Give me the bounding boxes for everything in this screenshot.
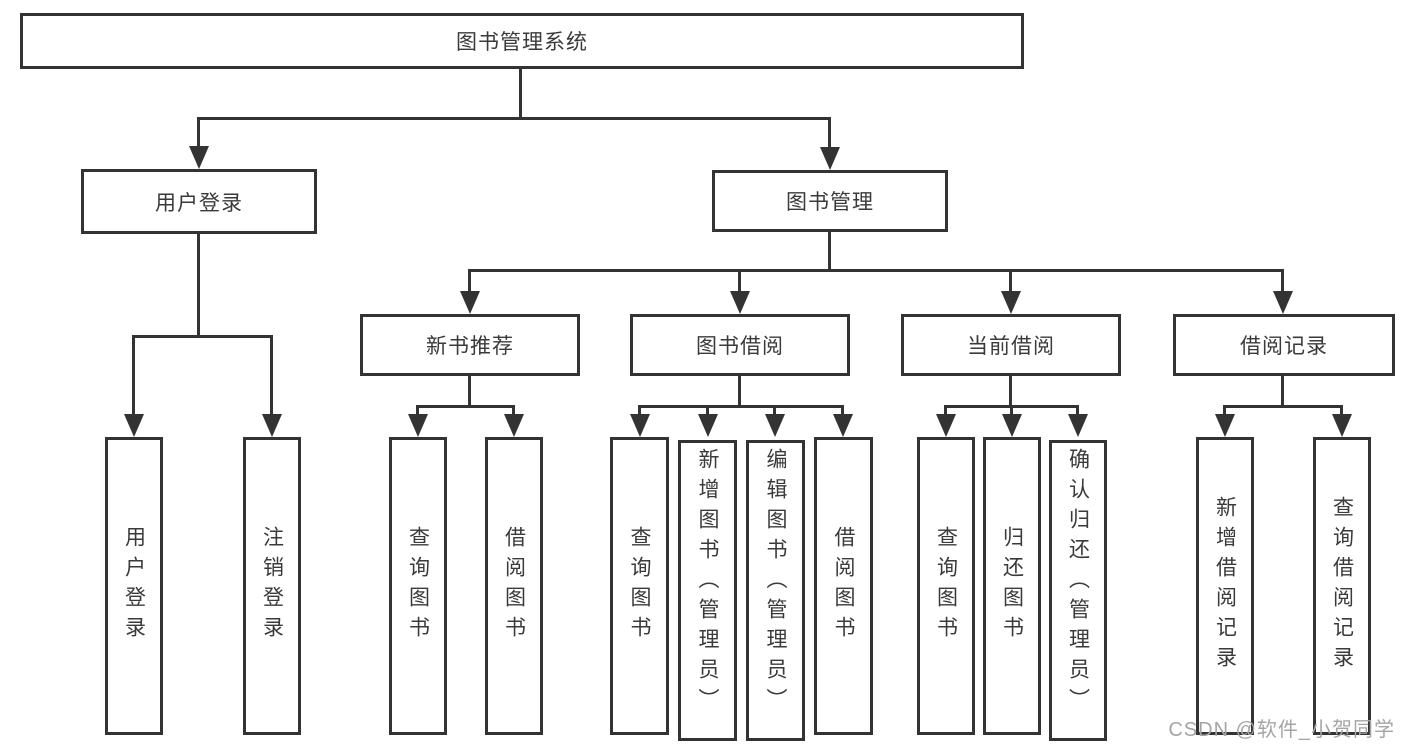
connector-segment (738, 269, 741, 293)
connector-segment (519, 69, 522, 119)
leaf-borrowing-edit-admin: 编辑图书（管理员） (746, 440, 805, 741)
connector-segment (638, 405, 641, 415)
leaf-logout-label: 注销登录 (260, 526, 284, 646)
connector-segment (1010, 405, 1013, 415)
leaf-logout: 注销登录 (243, 437, 301, 735)
node-book-borrow: 图书借阅 (630, 314, 850, 376)
arrow-down-icon (936, 414, 956, 437)
node-new-book-recommend-label: 新书推荐 (426, 335, 514, 358)
leaf-borrowing-edit-admin-label: 编辑图书（管理员） (764, 448, 787, 718)
node-book-management-label: 图书管理 (786, 191, 874, 214)
connector-segment (512, 405, 515, 415)
leaf-borrowing-add-admin-label: 新增图书（管理员） (696, 448, 719, 718)
leaf-records-query-label: 查询借阅记录 (1330, 496, 1354, 676)
arrow-down-icon (1002, 414, 1022, 437)
leaf-records-add: 新增借阅记录 (1196, 437, 1254, 735)
node-user-login: 用户登录 (81, 169, 317, 234)
leaf-borrowing-query: 查询图书 (610, 437, 669, 735)
arrow-down-icon (1001, 291, 1021, 314)
arrow-down-icon (460, 291, 480, 314)
connector-segment (468, 269, 1284, 272)
node-new-book-recommend: 新书推荐 (360, 314, 580, 376)
connector-segment (706, 405, 709, 415)
node-borrow-records: 借阅记录 (1173, 314, 1395, 376)
connector-segment (197, 234, 200, 337)
connector-segment (1281, 376, 1284, 407)
connector-segment (738, 376, 741, 407)
connector-segment (132, 335, 272, 338)
leaf-borrowing-add-admin: 新增图书（管理员） (678, 440, 737, 741)
arrow-down-icon (833, 414, 853, 437)
arrow-down-icon (124, 414, 144, 437)
leaf-newbooks-query: 查询图书 (389, 437, 447, 735)
arrow-down-icon (408, 414, 428, 437)
node-root-label: 图书管理系统 (456, 31, 588, 54)
connector-segment (132, 335, 135, 415)
leaf-newbooks-query-label: 查询图书 (406, 526, 430, 646)
connector-segment (1281, 269, 1284, 293)
connector-segment (270, 335, 273, 415)
connector-segment (468, 376, 471, 407)
arrow-down-icon (1332, 414, 1352, 437)
leaf-newbooks-borrow: 借阅图书 (485, 437, 543, 735)
connector-segment (1009, 269, 1012, 293)
node-current-borrow: 当前借阅 (901, 314, 1121, 376)
connector-segment (1076, 405, 1079, 415)
connector-segment (1340, 405, 1343, 415)
leaf-user-login: 用户登录 (105, 437, 163, 735)
node-book-management: 图书管理 (712, 170, 948, 232)
connector-segment (468, 269, 471, 293)
leaf-current-return: 归还图书 (983, 437, 1041, 735)
leaf-newbooks-borrow-label: 借阅图书 (502, 526, 526, 646)
connector-segment (828, 117, 831, 147)
leaf-current-confirm-return-admin: 确认归还（管理员） (1049, 440, 1107, 741)
leaf-current-query: 查询图书 (917, 437, 975, 735)
connector-segment (417, 405, 515, 408)
arrow-down-icon (189, 146, 209, 169)
leaf-current-return-label: 归还图书 (1000, 526, 1024, 646)
connector-segment (197, 117, 200, 146)
connector-segment (416, 405, 419, 415)
leaf-records-query: 查询借阅记录 (1313, 437, 1371, 735)
node-current-borrow-label: 当前借阅 (967, 335, 1055, 358)
arrow-down-icon (630, 414, 650, 437)
arrow-down-icon (820, 147, 840, 170)
connector-segment (197, 117, 831, 120)
connector-segment (639, 405, 844, 408)
watermark-text: CSDN @软件_小贺同学 (1168, 719, 1395, 741)
node-user-login-label: 用户登录 (155, 191, 243, 215)
node-book-borrow-label: 图书借阅 (696, 335, 784, 358)
connector-segment (828, 232, 831, 272)
arrow-down-icon (698, 414, 718, 437)
leaf-records-add-label: 新增借阅记录 (1213, 496, 1237, 676)
arrow-down-icon (262, 414, 282, 437)
node-borrow-records-label: 借阅记录 (1240, 335, 1328, 358)
arrow-down-icon (765, 414, 785, 437)
connector-segment (1224, 405, 1343, 408)
arrow-down-icon (730, 291, 750, 314)
connector-segment (841, 405, 844, 415)
leaf-borrowing-borrow-label: 借阅图书 (832, 526, 855, 646)
connector-segment (1009, 376, 1012, 407)
connector-segment (944, 405, 947, 415)
arrow-down-icon (504, 414, 524, 437)
connector-segment (773, 405, 776, 415)
leaf-current-confirm-return-admin-label: 确认归还（管理员） (1066, 448, 1090, 718)
connector-segment (1223, 405, 1226, 415)
leaf-current-query-label: 查询图书 (934, 526, 958, 646)
leaf-borrowing-query-label: 查询图书 (628, 526, 651, 646)
arrow-down-icon (1215, 414, 1235, 437)
leaf-user-login-label: 用户登录 (122, 526, 146, 646)
arrow-down-icon (1273, 291, 1293, 314)
node-root: 图书管理系统 (20, 13, 1024, 69)
arrow-down-icon (1068, 414, 1088, 437)
leaf-borrowing-borrow: 借阅图书 (814, 437, 873, 735)
